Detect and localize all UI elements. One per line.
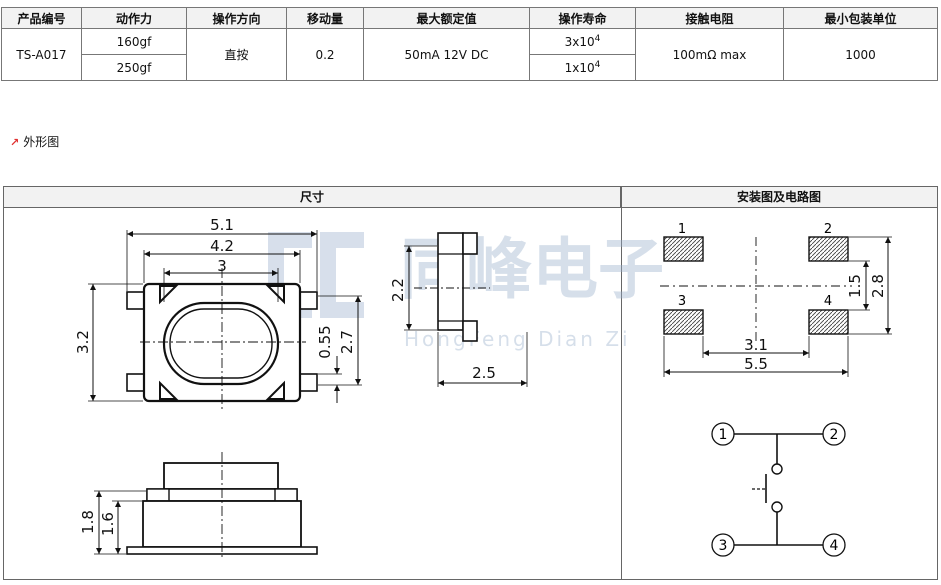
life-1-exp: 4 [594, 34, 601, 44]
header-resistance: 接触电阻 [635, 7, 784, 29]
pad-4 [808, 309, 849, 335]
dim-side-d1: 2.2 [389, 278, 407, 302]
dim-mount-d1: 3.1 [744, 336, 768, 354]
life-2-base: 1x10 [564, 61, 595, 75]
pad-label-1: 1 [678, 222, 686, 237]
top-view-drawing [88, 230, 362, 412]
spec-table: 产品编号 动作力 操作方向 移动量 最大额定值 操作寿命 接触电阻 最小包装单位… [1, 7, 938, 81]
header-part-no: 产品编号 [1, 7, 82, 29]
pad-3 [663, 309, 704, 335]
header-life: 操作寿命 [529, 7, 636, 29]
circuit-diagram [711, 422, 846, 557]
node-4 [822, 533, 846, 557]
cell-force-1: 160gf [81, 28, 187, 55]
cell-travel: 0.2 [286, 28, 364, 81]
node-3 [711, 533, 735, 557]
dim-top-d3: 3 [217, 257, 227, 275]
section-heading: ↗外形图 [10, 133, 59, 150]
spec-row-1: TS-A017 160gf 直按 0.2 50mA 12V DC 3x104 1… [1, 28, 938, 81]
red-arrow-icon: ↗ [10, 136, 20, 149]
node-label-1: 1 [719, 427, 728, 443]
node-2 [822, 422, 846, 446]
dim-bottom-d1: 1.8 [79, 510, 97, 534]
node-1 [711, 422, 735, 446]
dimensions-header: 尺寸 [4, 187, 621, 208]
pad-1 [663, 236, 704, 262]
watermark-en: HongFeng Dian Zi [404, 327, 631, 351]
spec-row-2: 250gf 1x104 [2, 54, 938, 81]
pad-2 [808, 236, 849, 262]
dim-side-d2: 2.5 [472, 364, 496, 382]
cell-life-1: 3x104 [529, 28, 636, 55]
cell-direction: 直按 [186, 28, 287, 81]
dim-top-d4: 3.2 [74, 330, 92, 354]
dim-top-d5: 0.55 [316, 325, 334, 358]
mounting-pattern [660, 236, 892, 377]
cell-min-pack: 1000 [783, 28, 938, 81]
dim-top-d6: 2.7 [338, 330, 356, 354]
frame-divider [621, 187, 622, 579]
node-label-4: 4 [830, 538, 839, 554]
dim-bottom-d2: 1.6 [99, 512, 117, 536]
dim-top-d2: 4.2 [210, 237, 234, 255]
drawing-frame: 尺寸 安装图及电路图 [3, 186, 938, 580]
header-force: 动作力 [81, 7, 187, 29]
node-label-2: 2 [830, 427, 839, 443]
life-1-base: 3x10 [564, 35, 595, 49]
pad-label-3: 3 [678, 294, 686, 309]
front-view-drawing [94, 452, 318, 560]
mounting-header: 安装图及电路图 [621, 187, 937, 208]
cell-force-2: 250gf [81, 54, 187, 81]
dim-mount-d3: 1.5 [846, 274, 864, 298]
life-2-exp: 4 [594, 60, 601, 70]
section-title: 外形图 [23, 135, 60, 149]
node-label-3: 3 [719, 538, 728, 554]
pad-label-2: 2 [824, 222, 832, 237]
pad-label-4: 4 [824, 294, 832, 309]
dim-mount-d2: 5.5 [744, 355, 768, 373]
dim-mount-d4: 2.8 [869, 274, 887, 298]
dim-top-d1: 5.1 [210, 216, 234, 234]
side-view-drawing [404, 232, 528, 387]
cell-part-no: TS-A017 [1, 28, 82, 81]
header-rating: 最大额定值 [363, 7, 530, 29]
cell-life-2: 1x104 [529, 54, 636, 81]
spec-header-row: 产品编号 动作力 操作方向 移动量 最大额定值 操作寿命 接触电阻 最小包装单位 [1, 7, 938, 29]
cell-rating: 50mA 12V DC [363, 28, 530, 81]
header-direction: 操作方向 [186, 7, 287, 29]
